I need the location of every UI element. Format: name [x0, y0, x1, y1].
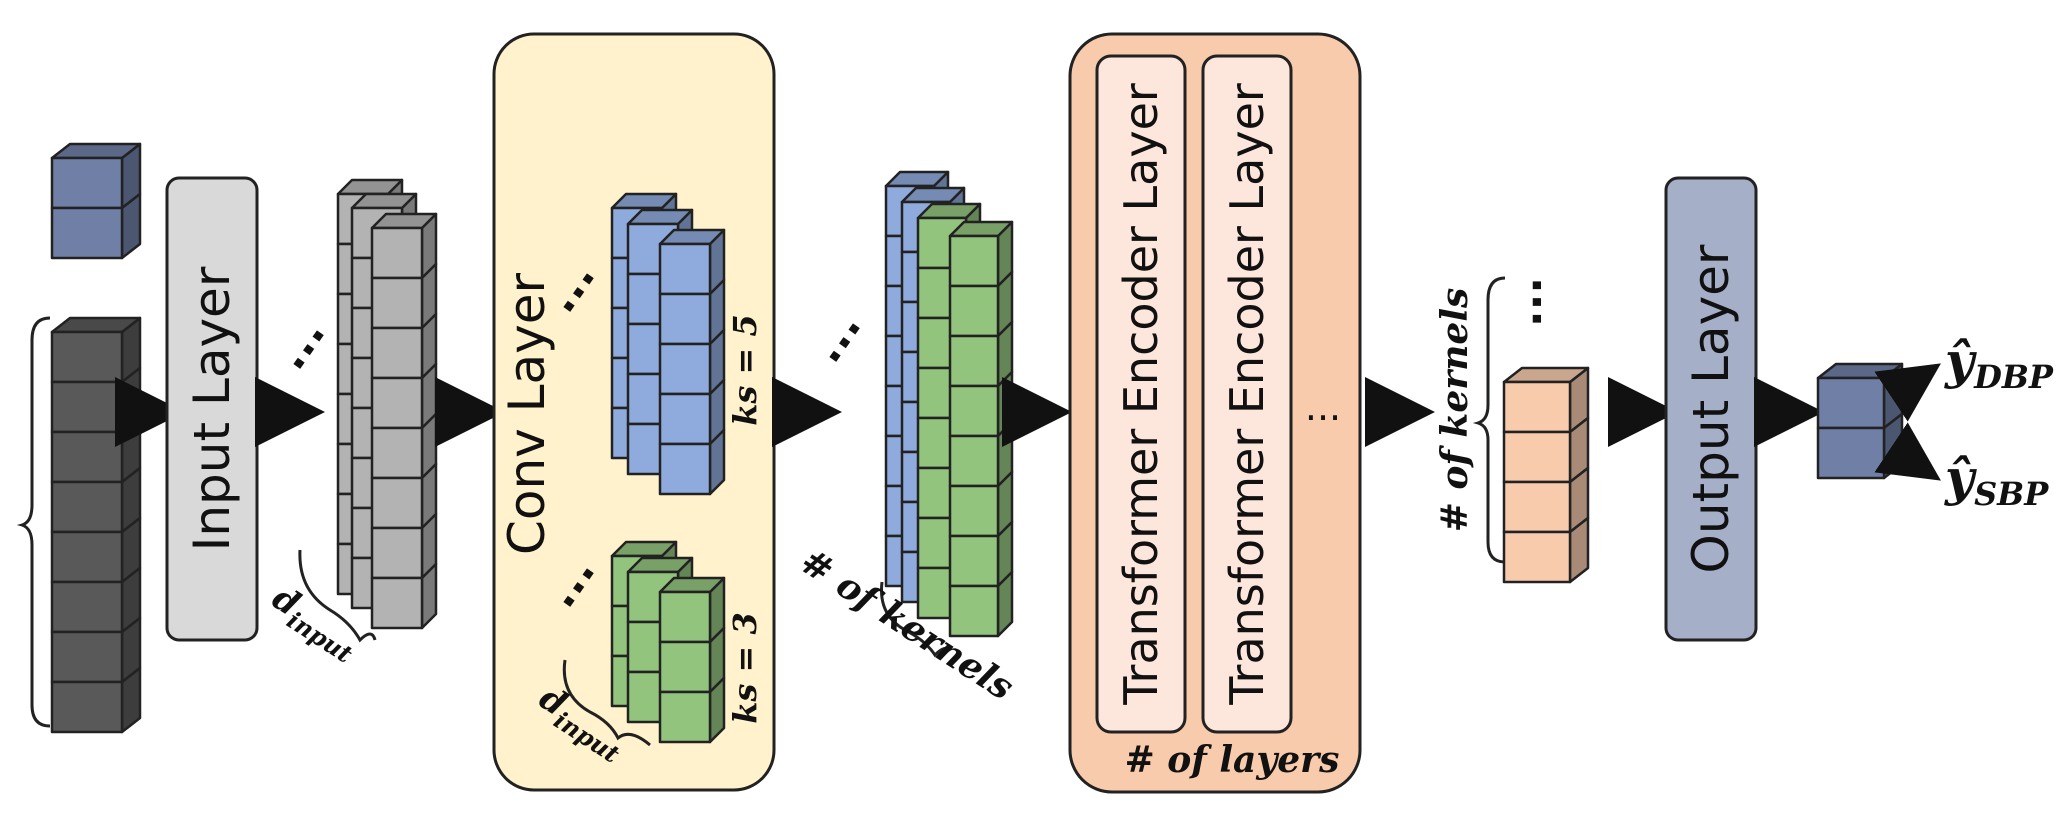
embedding-brace [298, 549, 377, 643]
ks3-front-cube-cell [658, 590, 712, 644]
embed-front-cube-cell [370, 426, 424, 480]
conv-output-stack [884, 170, 1014, 638]
feat-green-front-cube-cell [948, 284, 1000, 338]
conv-kernel-ks3-stack [610, 540, 726, 744]
embed-front-cube-cell [370, 276, 424, 330]
feat-green-front-cube-cell [948, 584, 1000, 638]
feat-green-front-cube-cell [948, 534, 1000, 588]
transformer-encoder-layer-1-label: Transformer Encoder Layer [1114, 83, 1168, 706]
feat-green-front-cube-cell [948, 234, 1000, 288]
feat-green-front-cube-cell [948, 484, 1000, 538]
transformer-out-cube-cell [1502, 530, 1572, 584]
prediction-cubes [1816, 362, 1904, 480]
input-layer-label: Input Layer [183, 266, 241, 551]
transformer-more-dots: ... [1305, 385, 1341, 429]
input-seq-cube-cell [50, 630, 124, 684]
arrow-to-sbp [1874, 422, 1941, 481]
orange-brace [1472, 276, 1506, 564]
conv-layer-label: Conv Layer [498, 273, 556, 556]
embedding-stack [336, 178, 438, 630]
input-sequence-stack [50, 316, 142, 734]
transformer-encoder-layer-2 [1201, 54, 1293, 734]
dbp-output-label: ŷDBP [1944, 331, 2054, 396]
input-feature-cube [50, 142, 142, 260]
dbp-output-sub: DBP [1973, 358, 2054, 396]
embedding-dinput-sub: input [282, 605, 358, 668]
transformer-layers-count: # of layers [1125, 739, 1340, 781]
embed-front-cube-cell [370, 476, 424, 530]
prediction-cube-cell [1816, 426, 1886, 480]
transformer-output-stack [1502, 366, 1590, 584]
embed-front-cube-cell [370, 576, 424, 630]
input-seq-cube-cell [50, 480, 124, 534]
ks3-front-cube-cell [658, 690, 712, 744]
feat-green-front-cube-cell [948, 384, 1000, 438]
input-sequence-brace [16, 316, 51, 728]
features-brace [879, 581, 952, 658]
input-seq-cube-cell [50, 330, 124, 384]
feature-cube-cell [50, 206, 124, 260]
ks3-front-cube-cell [658, 640, 712, 694]
feat-green-front-cube-cell [948, 334, 1000, 388]
input-seq-cube-cell [50, 580, 124, 634]
feature-cube-cell [50, 156, 124, 210]
ks5-front-cube-cell [658, 242, 712, 296]
prediction-cube-cell [1816, 376, 1886, 430]
sbp-output-sub: SBP [1974, 475, 2049, 513]
embed-front-cube-cell [370, 326, 424, 380]
embed-front-cube-cell [370, 226, 424, 280]
conv-brace [562, 659, 651, 747]
ks5-front-cube-cell [658, 292, 712, 346]
transformer-encoder-layer-1 [1095, 54, 1187, 734]
transformer-out-cube-cell [1502, 380, 1572, 434]
sbp-output-main: ŷ [1944, 448, 1977, 507]
feat-green-front-cube-cell [948, 434, 1000, 488]
ks3-label: ks = 3 [726, 612, 764, 724]
transformer-encoder-layer-2-label: Transformer Encoder Layer [1220, 83, 1274, 706]
input-seq-cube-cell [50, 680, 124, 734]
output-layer-label: Output Layer [1682, 244, 1740, 573]
orange-dots: ... [1501, 277, 1552, 327]
features-dots: ... [801, 302, 872, 372]
ks5-label: ks = 5 [726, 314, 764, 426]
input-seq-cube-cell [50, 380, 124, 434]
ks5-front-cube-cell [658, 342, 712, 396]
input-seq-cube-cell [50, 530, 124, 584]
input-seq-cube-cell [50, 430, 124, 484]
orange-kernels-label: # of kernels [1434, 288, 1476, 533]
dbp-output-main: ŷ [1944, 331, 1977, 390]
transformer-out-cube-cell [1502, 430, 1572, 484]
embed-front-cube-cell [370, 526, 424, 580]
embedding-dots: ... [265, 309, 336, 379]
arrow-to-dbp [1874, 363, 1941, 422]
ks5-front-cube-cell [658, 392, 712, 446]
ks5-front-cube-cell [658, 442, 712, 496]
conv-kernel-ks5-stack [610, 192, 726, 496]
transformer-out-cube-cell [1502, 480, 1572, 534]
embed-front-cube-cell [370, 376, 424, 430]
sbp-output-label: ŷSBP [1944, 448, 2049, 513]
